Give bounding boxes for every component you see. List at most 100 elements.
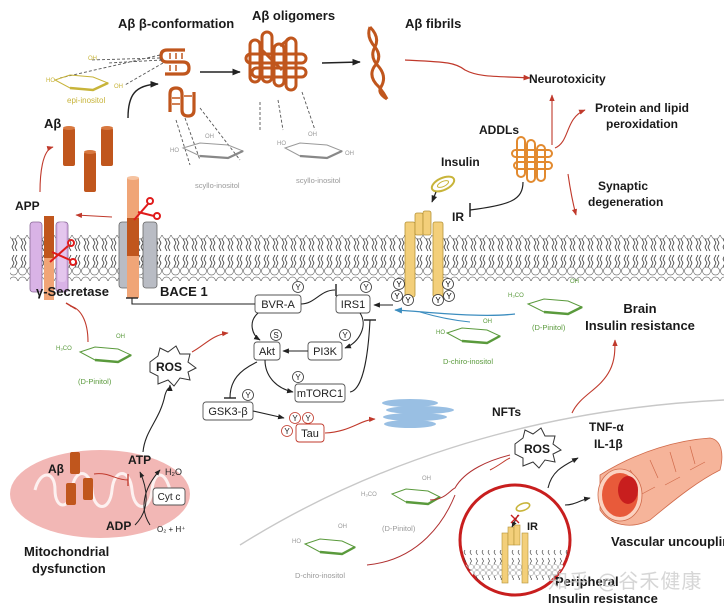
scyllo-inositol-label-2: scyllo-inositol: [296, 176, 341, 185]
cyt-c-box: Cyt c: [152, 487, 186, 506]
label-ros: ROS: [156, 360, 182, 374]
h3co-group: H₃CO: [508, 293, 524, 299]
ir-phosphotyrosines: Y Y Y Y Y Y: [391, 278, 455, 306]
label-addls: ADDLs: [479, 123, 519, 137]
label-peripheral-1: Peripheral: [555, 574, 619, 589]
h3co-group: H₃CO: [361, 492, 377, 498]
d-pinitol-label: (D-Pinitol): [382, 524, 416, 533]
ros-burst-icon: [149, 345, 197, 387]
cascade-arrows: [126, 284, 393, 420]
cyt-c-label: Cyt c: [158, 492, 181, 503]
y-label: Y: [363, 283, 369, 292]
label-app: APP: [15, 199, 40, 213]
node-tau[interactable]: Tau: [295, 423, 325, 443]
addls-oligomer-icon: [511, 136, 553, 183]
nft-tangles-icon: [382, 399, 454, 428]
node-gsk3b[interactable]: GSK3-β: [202, 401, 254, 421]
peripheral-cell: IR: [458, 483, 572, 597]
blood-vessel-icon: [597, 437, 723, 526]
node-akt[interactable]: Akt: [253, 341, 281, 361]
label-h2o: H₂O: [165, 467, 182, 477]
oh-group: OH: [570, 279, 579, 285]
pi3k-label: PI3K: [313, 346, 338, 358]
d-chiro-inositol-molecule: D-chiro-inositol HO OH: [436, 319, 502, 366]
label-protein-lipid-2: peroxidation: [606, 117, 678, 131]
ab-beta-hairpin-icon: [159, 48, 191, 76]
block-x-icon: [510, 514, 520, 524]
scyllo-ho: HO: [170, 148, 179, 154]
label-ir: IR: [452, 210, 464, 224]
d-pinitol-label: (D-Pinitol): [532, 323, 566, 332]
s-label: S: [273, 331, 278, 340]
arrow-insulin-to-ir: [431, 191, 438, 203]
label-gamma-secretase: γ-Secretase: [36, 284, 109, 299]
arrow-ab-to-hairpin: [127, 80, 159, 119]
arrow-ros-to-bvra: [191, 331, 229, 353]
y-label: Y: [295, 283, 301, 292]
blood-brain-barrier-curve: [239, 399, 724, 546]
epi-inositol-label: epi-inositol: [67, 96, 105, 105]
line-pinitol-to-peripheral: [429, 454, 511, 501]
insulin-molecule-icon: [430, 175, 456, 193]
arrow-addls-to-peroxidation: [554, 109, 586, 149]
y-label: Y: [284, 427, 290, 436]
label-insulin: Insulin: [441, 155, 480, 169]
y-label: Y: [435, 296, 441, 305]
epi-oh-right: OH: [114, 84, 123, 90]
label-synaptic-2: degeneration: [588, 195, 663, 209]
label-brain-ir-1: Brain: [623, 301, 656, 316]
arrow-o2-to-h2o: [143, 469, 161, 526]
d-pinitol-molecule: (D-Pinitol) H₃CO OH: [361, 476, 442, 533]
insulin-receptor: [404, 210, 444, 298]
y-label: Y: [245, 391, 251, 400]
node-pi3k[interactable]: PI3K: [307, 341, 343, 361]
y-label: Y: [396, 280, 402, 289]
d-chiro-inositol-label: D-chiro-inositol: [295, 571, 345, 580]
scyllo-inositol-molecule: scyllo-inositol OH HO OH: [277, 132, 354, 185]
label-protein-lipid-1: Protein and lipid: [595, 101, 689, 115]
h3co-group: H₃CO: [56, 346, 72, 352]
label-bace1: BACE 1: [160, 284, 208, 299]
y-label: Y: [446, 292, 452, 301]
ab-fibril-icon: [367, 25, 389, 101]
inhibit-pinitol-ros: [489, 457, 511, 471]
arrow-addls-to-synaptic: [567, 173, 578, 216]
label-mito-ab: Aβ: [48, 462, 64, 476]
epi-inositol-molecule: epi-inositol OH HO OH: [46, 56, 123, 105]
mtorc1-label: mTORC1: [297, 388, 343, 400]
oh-group: OH: [338, 524, 347, 530]
gsk3b-label: GSK3-β: [208, 406, 247, 418]
label-nfts: NFTs: [492, 405, 521, 419]
scyllo-inositol-label-1: scyllo-inositol: [195, 181, 240, 190]
signaling-cascade: BVR-A IRS1 Akt PI3K mTORC1 GSK3-β Tau Y: [202, 281, 372, 443]
label-ab: Aβ: [44, 116, 61, 131]
label-mito-2: dysfunction: [32, 561, 106, 576]
oh-group: OH: [422, 476, 431, 482]
y-label: Y: [292, 414, 298, 423]
arrow-oligomer-to-fibril: [321, 58, 361, 66]
mitochondrion: [10, 450, 190, 538]
ho-group: HO: [292, 539, 301, 545]
ab-peptide-icons: [63, 126, 113, 192]
epi-ho: HO: [46, 78, 55, 84]
oh-group: OH: [116, 334, 125, 340]
epi-oh: OH: [88, 56, 97, 62]
label-o2: O₂ + H⁺: [157, 525, 185, 534]
node-irs1[interactable]: IRS1: [335, 294, 371, 314]
arrow-peripheral-to-tnf: [547, 457, 579, 489]
inhibit-addls-ir: [469, 181, 524, 211]
ho-group: HO: [436, 330, 445, 336]
arrow-app-to-ab: [39, 146, 54, 193]
label-ab-beta-conformation: Aβ β-conformation: [118, 16, 234, 31]
label-mito-1: Mitochondrial: [24, 544, 109, 559]
bace1-enzyme: [118, 176, 158, 298]
label-ab-oligomers: Aβ oligomers: [252, 8, 335, 23]
d-pinitol-molecule: (D-Pinitol) H₃CO OH: [508, 279, 584, 332]
node-bvra[interactable]: BVR-A: [254, 294, 302, 314]
node-mtorc1[interactable]: mTORC1: [294, 383, 346, 403]
arrow-bace-to-gamma: [75, 212, 113, 218]
bvra-label: BVR-A: [261, 299, 295, 311]
insulin-molecule-icon: [515, 502, 531, 512]
arrow-tau-to-nfts: [324, 416, 376, 434]
label-synaptic-1: Synaptic: [598, 179, 648, 193]
